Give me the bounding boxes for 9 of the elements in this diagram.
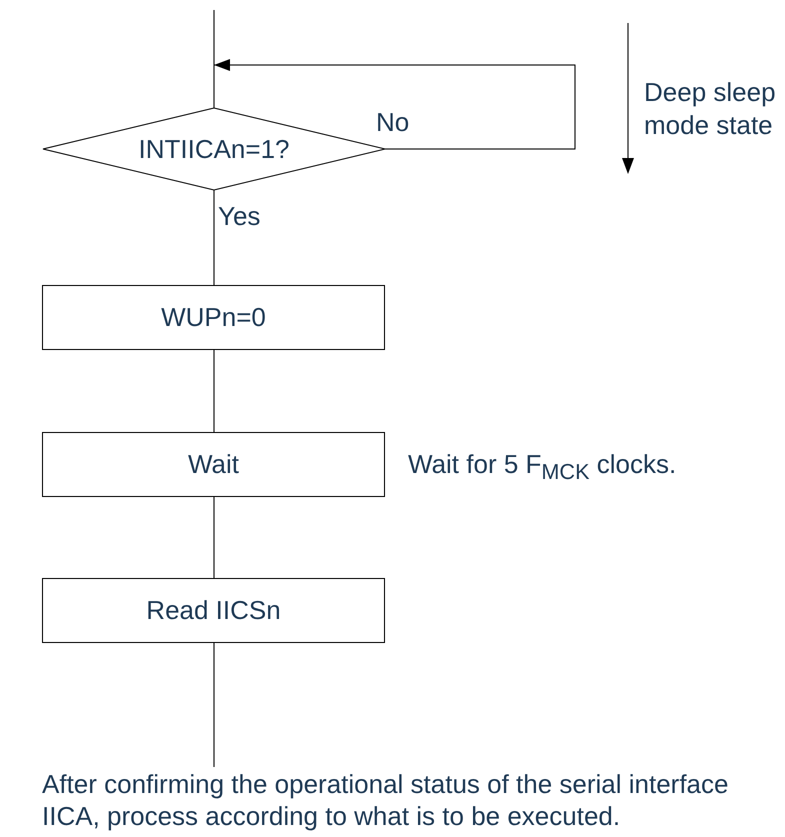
process-box: [42, 578, 385, 643]
node-label: Wait: [188, 448, 240, 481]
process-box: [42, 432, 385, 497]
end-note: After confirming the operational status of the serial interface IICA, process according to what is to be executed.: [42, 768, 730, 832]
node-label: Read IICSn: [146, 594, 281, 627]
process-box: [42, 285, 385, 350]
loop-arrow: [214, 59, 576, 150]
node-label: INTIICAn=1?: [138, 132, 290, 166]
node-label: WUPn=0: [161, 301, 266, 334]
